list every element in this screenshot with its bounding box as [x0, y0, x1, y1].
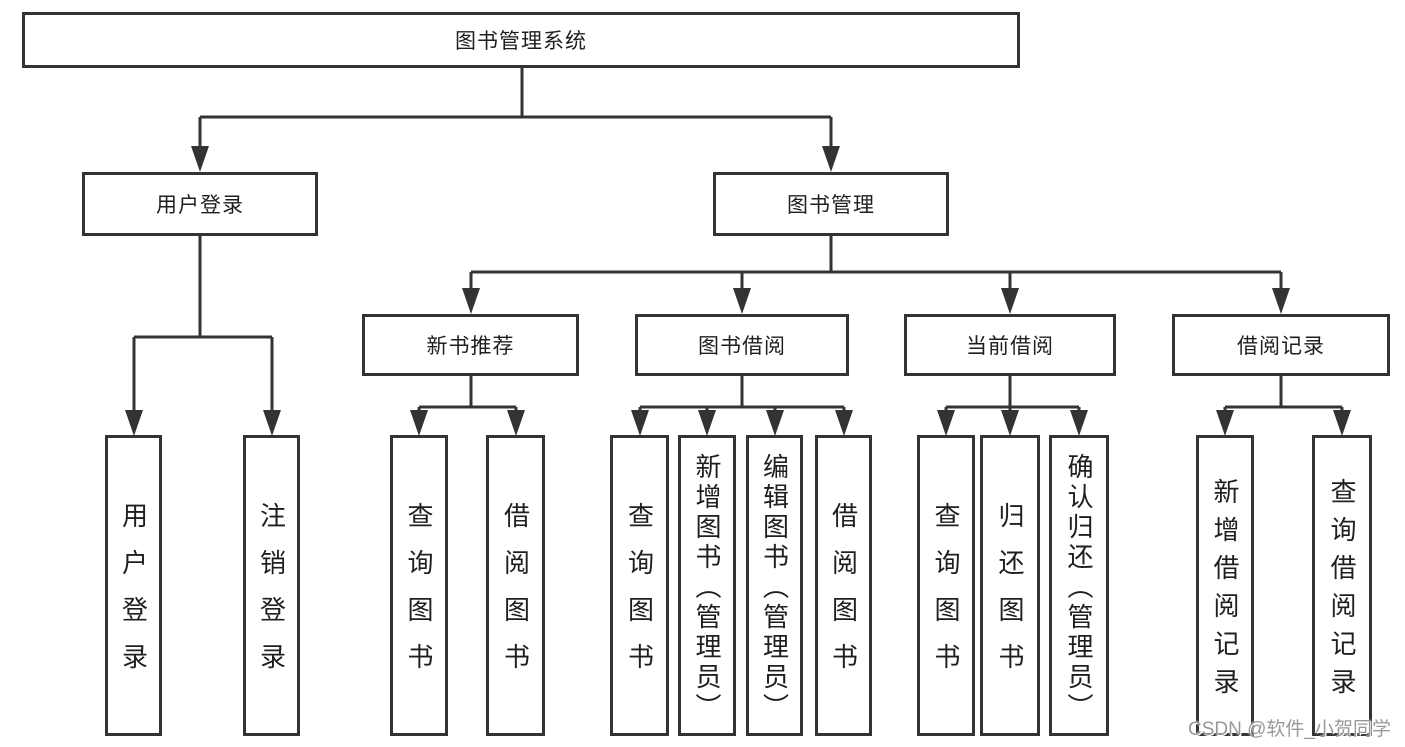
node-borrow-records: 借阅记录	[1172, 314, 1390, 376]
node-new-book-recommend: 新书推荐	[362, 314, 579, 376]
leaf-edit-book-admin: 编辑图书（管理员）	[746, 435, 803, 736]
node-label: 用户登录	[156, 194, 244, 217]
leaf-label: 用户登录	[118, 502, 149, 690]
leaf-label: 新增借阅记录	[1210, 477, 1240, 706]
leaf-label: 借阅图书	[828, 502, 859, 690]
leaf-add-book-admin: 新增图书（管理员）	[678, 435, 736, 736]
leaf-return-book: 归还图书	[980, 435, 1040, 736]
leaf-label: 查询图书	[404, 502, 434, 690]
node-library-system: 图书管理系统	[22, 12, 1020, 68]
leaf-query-books-3: 查询图书	[917, 435, 975, 736]
node-label: 图书管理系统	[455, 30, 587, 53]
watermark: CSDN @软件_小贺同学	[1188, 719, 1391, 740]
leaf-label: 查询图书	[931, 502, 961, 690]
leaf-add-borrow-record: 新增借阅记录	[1196, 435, 1254, 736]
node-label: 当前借阅	[966, 335, 1054, 358]
leaf-label: 编辑图书（管理员）	[759, 452, 790, 723]
node-label: 图书管理	[787, 194, 875, 217]
node-book-management: 图书管理	[713, 172, 949, 236]
leaf-label: 查询借阅记录	[1327, 477, 1357, 706]
leaf-label: 新增图书（管理员）	[692, 452, 722, 723]
leaf-label: 归还图书	[995, 502, 1025, 690]
node-book-borrow: 图书借阅	[635, 314, 849, 376]
leaf-label: 查询图书	[624, 502, 655, 690]
leaf-user-login: 用户登录	[105, 435, 162, 736]
leaf-confirm-return-admin: 确认归还（管理员）	[1049, 435, 1109, 736]
leaf-borrow-books-2: 借阅图书	[815, 435, 872, 736]
leaf-borrow-books-1: 借阅图书	[486, 435, 545, 736]
leaf-query-books-2: 查询图书	[610, 435, 669, 736]
node-label: 借阅记录	[1237, 335, 1325, 358]
leaf-logout: 注销登录	[243, 435, 300, 736]
node-user-login: 用户登录	[82, 172, 318, 236]
leaf-label: 借阅图书	[500, 502, 531, 690]
node-label: 新书推荐	[426, 335, 515, 358]
leaf-query-borrow-record: 查询借阅记录	[1312, 435, 1372, 736]
leaf-query-books-1: 查询图书	[390, 435, 448, 736]
node-label: 图书借阅	[698, 335, 786, 358]
leaf-label: 确认归还（管理员）	[1064, 452, 1094, 723]
node-current-borrow: 当前借阅	[904, 314, 1116, 376]
leaf-label: 注销登录	[256, 502, 287, 690]
